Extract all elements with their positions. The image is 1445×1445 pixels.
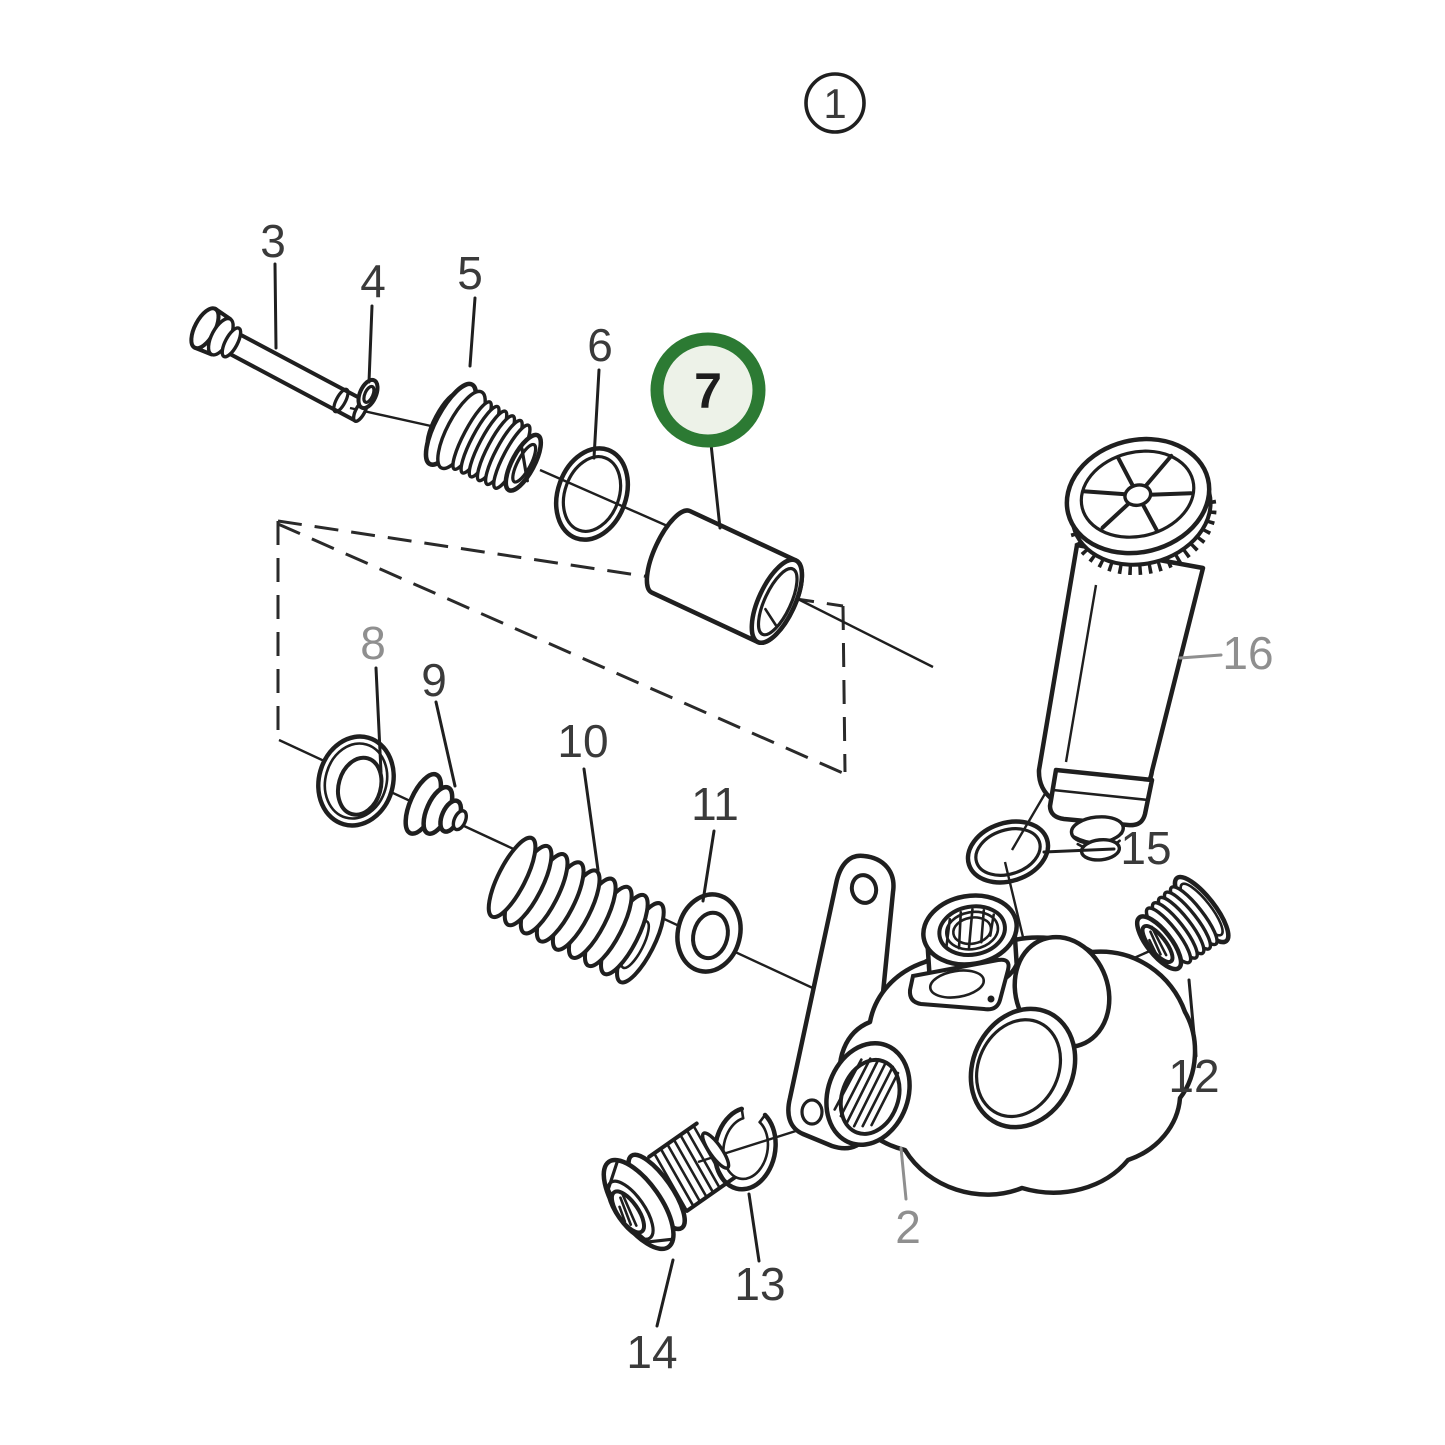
part-7-piston-drawing xyxy=(644,508,805,645)
leader-line-5 xyxy=(468,296,477,368)
leader-line-15 xyxy=(1042,847,1116,854)
selected-part-badge-7[interactable]: 7 xyxy=(650,332,766,448)
part-number-labels: 3 4 5 6 8 9 10 11 12 13 14 15 16 2 xyxy=(260,215,1273,1378)
part-12-threaded-bushing-drawing xyxy=(1134,874,1231,972)
part-10-spring-drawing xyxy=(486,835,666,985)
selected-part-highlight-ring[interactable] xyxy=(650,332,766,448)
part-label-6: 6 xyxy=(587,319,613,371)
part-11-washer-drawing xyxy=(675,892,743,974)
part-label-12: 12 xyxy=(1168,1050,1219,1102)
leader-line-9 xyxy=(434,700,457,788)
kit-group-dashed-box xyxy=(276,519,847,776)
assembly-callout-number: 1 xyxy=(823,80,846,127)
leader-line-14 xyxy=(655,1258,675,1328)
assembly-callout-circle xyxy=(804,72,866,134)
leader-line-4 xyxy=(367,304,374,384)
leader-line-2 xyxy=(899,1146,908,1201)
leader-lines xyxy=(273,262,1223,1328)
part-16-hand-primer-drawing xyxy=(1036,436,1217,862)
part-6-o-ring-drawing xyxy=(553,446,631,542)
leader-line-13 xyxy=(747,1192,761,1263)
part-label-3: 3 xyxy=(260,215,286,267)
part-label-2: 2 xyxy=(895,1201,921,1253)
part-2-pump-body-drawing xyxy=(786,853,1198,1197)
assembly-callout-1: 1 xyxy=(804,72,866,134)
part-label-9: 9 xyxy=(421,654,447,706)
part-9-tappet-drawing xyxy=(403,771,469,836)
part-3-bolt-drawing xyxy=(189,306,369,423)
part-label-4: 4 xyxy=(360,255,386,307)
part-4-washer-drawing xyxy=(356,377,380,411)
part-13-split-washer-drawing xyxy=(712,1106,778,1192)
leader-line-3 xyxy=(273,262,278,350)
part-label-10: 10 xyxy=(557,715,608,767)
leader-line-7 xyxy=(709,442,722,530)
part-label-8: 8 xyxy=(360,617,386,669)
part-label-13: 13 xyxy=(734,1258,785,1310)
part-15-o-ring-drawing xyxy=(965,819,1051,885)
part-2-inlet-port xyxy=(824,1041,912,1147)
part-5-threaded-plug-drawing xyxy=(423,381,544,493)
part-label-16: 16 xyxy=(1222,627,1273,679)
leader-line-6 xyxy=(592,368,601,460)
selected-part-number: 7 xyxy=(694,363,722,419)
part-label-11: 11 xyxy=(691,778,739,830)
leader-line-8 xyxy=(374,666,383,774)
leader-line-10 xyxy=(582,767,600,872)
part-14-banjo-fitting-drawing xyxy=(601,1121,737,1252)
part-label-15: 15 xyxy=(1120,822,1171,874)
leader-line-16 xyxy=(1178,653,1223,660)
part-8-seal-ring-drawing xyxy=(316,734,396,828)
leader-line-12 xyxy=(1187,978,1198,1058)
part-label-14: 14 xyxy=(626,1326,677,1378)
part-label-5: 5 xyxy=(457,247,483,299)
leader-line-11 xyxy=(701,829,716,903)
